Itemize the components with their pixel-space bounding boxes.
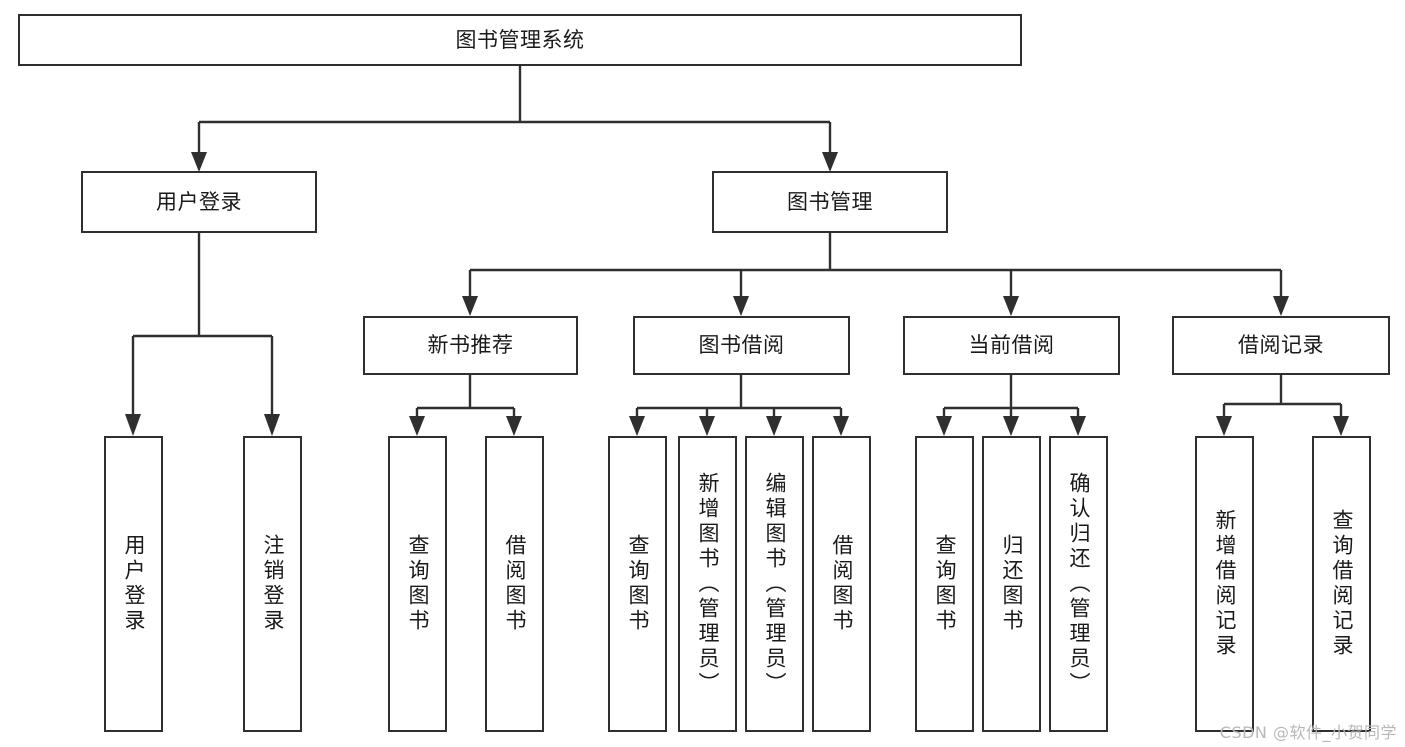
- leaf-new-book-query[interactable]: 查询图书: [388, 436, 447, 732]
- node-user-login-label: 用户登录: [156, 189, 242, 214]
- leaf-label: 新增图书（管理员）: [696, 471, 720, 697]
- leaf-new-book-borrow[interactable]: 借阅图书: [485, 436, 544, 732]
- leaf-borrow-edit-book-admin[interactable]: 编辑图书（管理员）: [745, 436, 804, 732]
- leaf-label: 查询图书: [933, 534, 957, 634]
- leaf-borrow-query-book[interactable]: 查询图书: [608, 436, 667, 732]
- node-book-management-label: 图书管理: [787, 189, 873, 214]
- node-borrow-record[interactable]: 借阅记录: [1172, 316, 1390, 375]
- leaf-label: 查询图书: [626, 534, 650, 634]
- node-user-login[interactable]: 用户登录: [81, 171, 317, 233]
- node-current-borrow-label: 当前借阅: [968, 333, 1055, 357]
- leaf-borrow-add-book-admin[interactable]: 新增图书（管理员）: [678, 436, 737, 732]
- node-book-borrow[interactable]: 图书借阅: [633, 316, 850, 375]
- leaf-label: 归还图书: [1000, 534, 1024, 634]
- leaf-borrow-borrow-book[interactable]: 借阅图书: [812, 436, 871, 732]
- node-book-management[interactable]: 图书管理: [712, 171, 948, 233]
- node-current-borrow[interactable]: 当前借阅: [903, 316, 1120, 375]
- leaf-label: 查询借阅记录: [1330, 509, 1354, 659]
- leaf-label: 编辑图书（管理员）: [763, 471, 787, 697]
- leaf-label: 用户登录: [122, 534, 146, 634]
- node-root[interactable]: 图书管理系统: [18, 14, 1022, 66]
- node-new-book-recommend[interactable]: 新书推荐: [363, 316, 578, 375]
- node-book-borrow-label: 图书借阅: [698, 333, 785, 357]
- leaf-label: 借阅图书: [830, 534, 854, 634]
- leaf-current-return-book[interactable]: 归还图书: [982, 436, 1041, 732]
- leaf-label: 查询图书: [406, 534, 430, 634]
- leaf-record-add-record[interactable]: 新增借阅记录: [1195, 436, 1254, 732]
- node-borrow-record-label: 借阅记录: [1238, 333, 1324, 357]
- leaf-current-query-book[interactable]: 查询图书: [915, 436, 974, 732]
- leaf-current-confirm-return-admin[interactable]: 确认归还（管理员）: [1049, 436, 1108, 732]
- leaf-label: 新增借阅记录: [1213, 509, 1237, 659]
- leaf-record-query-record[interactable]: 查询借阅记录: [1312, 436, 1371, 732]
- leaf-label: 注销登录: [261, 534, 285, 634]
- leaf-label: 借阅图书: [503, 534, 527, 634]
- leaf-label: 确认归还（管理员）: [1067, 471, 1091, 697]
- leaf-user-login-logout[interactable]: 注销登录: [243, 436, 302, 732]
- leaf-user-login-login[interactable]: 用户登录: [104, 436, 163, 732]
- node-new-book-recommend-label: 新书推荐: [427, 333, 514, 357]
- node-root-label: 图书管理系统: [455, 27, 585, 52]
- watermark: CSDN @软件_小贺同学: [1219, 723, 1397, 742]
